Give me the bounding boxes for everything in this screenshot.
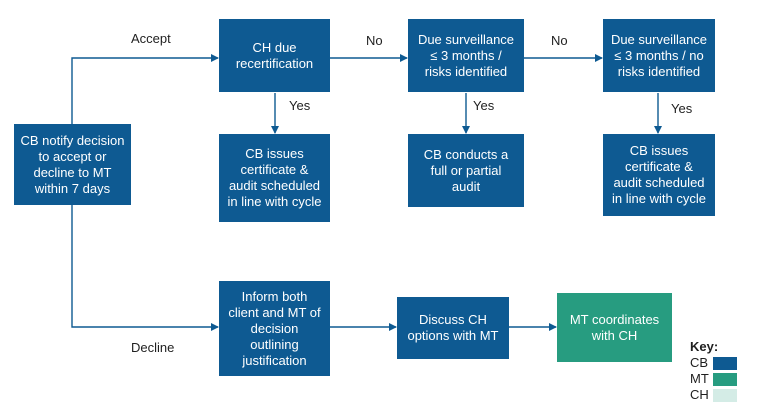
node-due-surveillance-no-risks: Due surveillance ≤ 3 months / no risks i… [603,19,715,92]
edge-label-yes-2: Yes [473,98,495,113]
legend-label-cb: CB [690,355,709,370]
node-discuss-ch-options: Discuss CH options with MT [397,297,509,359]
node-ch-due-recertification: CH due recertification [219,19,330,92]
node-cb-issues-certificate-2: CB issues certificate & audit scheduled … [603,134,715,216]
edge-label-yes-3: Yes [671,101,693,116]
legend-label-mt: MT [690,371,709,386]
legend-swatch-mt [713,373,737,386]
edge-label-no-2: No [551,33,568,48]
edge-label-accept: Accept [131,31,171,46]
node-cb-notify-decision: CB notify decision to accept or decline … [14,124,131,205]
node-cb-conducts-audit: CB conducts a full or partial audit [408,134,524,207]
connector-decline [71,205,219,331]
node-cb-issues-certificate-1: CB issues certificate & audit scheduled … [219,134,330,222]
legend-label-ch: CH [690,387,709,402]
node-inform-client-mt: Inform both client and MT of decision ou… [219,281,330,376]
legend-swatch-cb [713,357,737,370]
connector-accept [71,54,219,124]
edge-label-decline: Decline [131,340,175,355]
edge-label-no-1: No [366,33,383,48]
legend-swatch-ch [713,389,737,402]
edge-label-yes-1: Yes [289,98,311,113]
node-due-surveillance-risks: Due surveillance ≤ 3 months / risks iden… [408,19,524,92]
node-mt-coordinates: MT coordinates with CH [557,293,672,362]
legend-title: Key: [690,339,719,354]
